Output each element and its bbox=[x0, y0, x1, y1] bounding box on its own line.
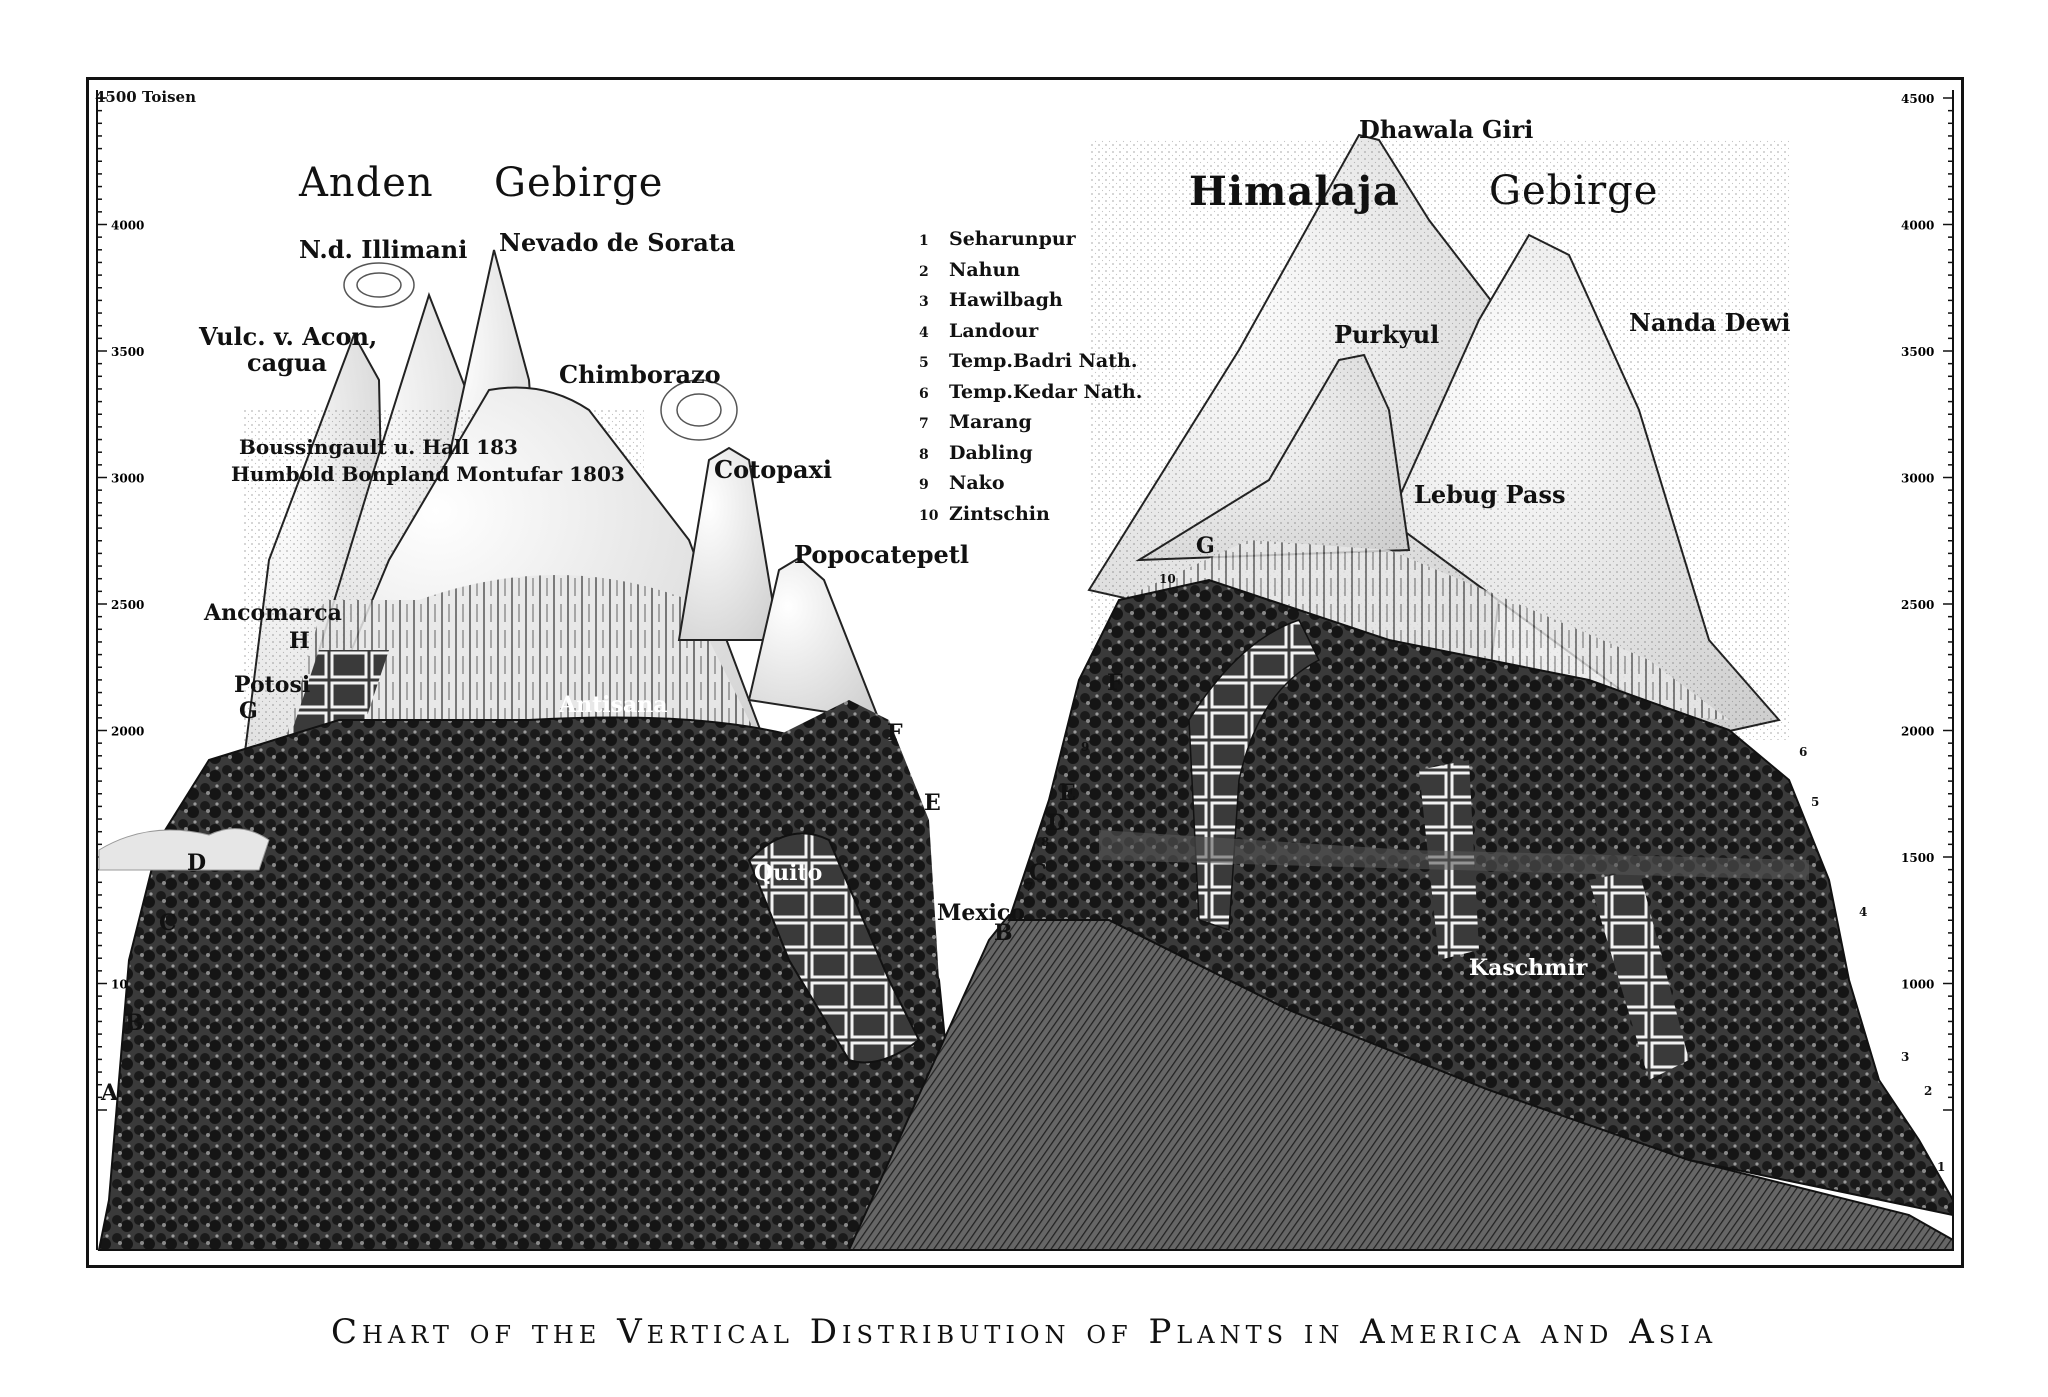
legend-item: 8 Dabling bbox=[919, 439, 1142, 470]
scale-tick-label: 1500 bbox=[1901, 851, 1934, 865]
scale-unit-label: 4500 Toisen bbox=[95, 88, 197, 106]
quito-fields bbox=[747, 832, 921, 1064]
ancomarca-label: Ancomarca bbox=[204, 600, 342, 626]
legend-number: 9 bbox=[919, 477, 929, 493]
aconcagua-label-1: Vulc. v. Acon, bbox=[199, 322, 378, 351]
legend-number: 6 bbox=[919, 385, 929, 402]
legend-item: 5 Temp.Badri Nath. bbox=[919, 347, 1142, 378]
scale-tick-label: 3500 bbox=[111, 345, 144, 359]
legend-number: 1 bbox=[919, 233, 929, 249]
scale-tick-label: 4000 bbox=[1901, 219, 1934, 233]
right-scale-ticks: 4500 4000 3500 3000 2500 2000 1500 1000 bbox=[1901, 92, 1953, 1111]
marker-4: 4 bbox=[1859, 905, 1868, 919]
legend-number: 4 bbox=[919, 324, 929, 341]
legend-place-name: Temp.Badri Nath. bbox=[949, 350, 1138, 372]
legend-number: 7 bbox=[919, 416, 929, 432]
legend-place-name: Temp.Kedar Nath. bbox=[949, 380, 1143, 403]
marker-6: 6 bbox=[1799, 745, 1808, 759]
chart-caption: Chart of the Vertical Distribution of Pl… bbox=[330, 1312, 1718, 1352]
boussingault-note: Boussingault u. Hall 183 bbox=[239, 435, 518, 459]
zone-b-left: B bbox=[125, 1010, 144, 1036]
mountain-illustration: 4000 3500 3000 2500 2000 1500 1000 4500 4000 350… bbox=[96, 90, 1954, 1251]
marker-7: 7 bbox=[1025, 880, 1034, 894]
marker-3: 3 bbox=[1901, 1050, 1910, 1064]
legend-item: 9 Nako bbox=[919, 469, 1142, 500]
popocatepetl-label: Popocatepetl bbox=[794, 540, 969, 569]
legend-place-name: Hawilbagh bbox=[949, 289, 1063, 311]
zone-d-right: D bbox=[1047, 810, 1067, 836]
zone-h-left: H bbox=[289, 628, 310, 654]
legend-item: 2 Nahun bbox=[919, 256, 1142, 287]
himalaya-title-right: Gebirge bbox=[1489, 168, 1659, 214]
legend-place-name: Marang bbox=[949, 411, 1032, 433]
scale-tick-label: 2000 bbox=[1901, 725, 1934, 739]
andes-title-right: Gebirge bbox=[494, 160, 664, 206]
zone-f-left: F bbox=[887, 720, 903, 746]
lebug-pass-label: Lebug Pass bbox=[1414, 480, 1566, 509]
cotopaxi-label: Cotopaxi bbox=[714, 455, 832, 484]
legend-place-name: Dabling bbox=[949, 441, 1033, 464]
chimborazo-label: Chimborazo bbox=[559, 360, 721, 389]
zone-b-right: B bbox=[994, 920, 1013, 946]
andes-title-left: Anden bbox=[299, 160, 434, 206]
humboldt-note: Humbold Bonpland Montufar 1803 bbox=[231, 462, 625, 486]
legend-number: 3 bbox=[919, 294, 929, 310]
scale-tick-label: 2500 bbox=[1901, 598, 1934, 612]
legend-item: 6 Temp.Kedar Nath. bbox=[919, 378, 1142, 409]
legend-item: 4 Landour bbox=[919, 317, 1142, 348]
nanda-dewi-label: Nanda Dewi bbox=[1629, 308, 1791, 337]
zone-e-left: E bbox=[924, 790, 941, 816]
quito-label: Quito bbox=[754, 860, 823, 886]
chart-frame: 4000 3500 3000 2500 2000 1500 1000 4500 4000 350… bbox=[86, 77, 1964, 1268]
zone-g-right: G bbox=[1196, 533, 1215, 559]
legend-place-name: Zintschin bbox=[949, 502, 1050, 525]
zone-f-right: F bbox=[1107, 670, 1123, 696]
marker-9: 9 bbox=[1081, 740, 1090, 754]
legend-place-name: Nako bbox=[949, 472, 1005, 494]
scale-tick-label: 2000 bbox=[111, 725, 144, 739]
zone-a-left: A bbox=[101, 1080, 119, 1106]
marker-5: 5 bbox=[1811, 795, 1820, 809]
scale-tick-label: 3500 bbox=[1901, 345, 1934, 359]
legend-place-name: Nahun bbox=[949, 258, 1021, 281]
zone-e-right: E bbox=[1059, 780, 1076, 806]
marker-1: 1 bbox=[1937, 1160, 1946, 1174]
scale-tick-label: 4000 bbox=[111, 219, 144, 233]
legend-number: 10 bbox=[919, 507, 939, 524]
illimani-label: N.d. Illimani bbox=[299, 235, 468, 264]
legend-place-name: Seharunpur bbox=[949, 228, 1076, 250]
potosi-label: Potosi bbox=[234, 672, 311, 698]
mexico-label: Mexico bbox=[937, 900, 1025, 926]
marker-2: 2 bbox=[1924, 1084, 1933, 1098]
legend-item: 7 Marang bbox=[919, 408, 1142, 439]
cloud bbox=[343, 262, 738, 441]
purkyul-label: Purkyul bbox=[1334, 320, 1440, 349]
aconcagua-label-2: cagua bbox=[247, 348, 327, 377]
legend-number: 2 bbox=[919, 263, 929, 280]
legend-number: 8 bbox=[919, 446, 929, 463]
zone-c-right: C bbox=[1029, 860, 1047, 886]
legend-item: 10 Zintschin bbox=[919, 500, 1142, 531]
scale-tick-label: 3000 bbox=[111, 472, 144, 486]
marker-8: 8 bbox=[1041, 835, 1050, 849]
legend-item: 1 Seharunpur bbox=[919, 225, 1142, 256]
dhawala-giri-label: Dhawala Giri bbox=[1359, 115, 1534, 144]
sorata-label: Nevado de Sorata bbox=[499, 228, 736, 257]
marker-10: 10 bbox=[1159, 572, 1176, 586]
legend-place-name: Landour bbox=[949, 319, 1039, 342]
legend-number: 5 bbox=[919, 355, 929, 371]
zone-c-left: C bbox=[159, 910, 177, 936]
scale-tick-label: 2500 bbox=[111, 598, 144, 612]
scale-tick-label: 4500 bbox=[1901, 92, 1934, 106]
scale-tick-label: 3000 bbox=[1901, 472, 1934, 486]
zone-d-left: D bbox=[187, 850, 207, 876]
scale-tick-label: 1000 bbox=[1901, 978, 1934, 992]
zone-g-left: G bbox=[239, 698, 258, 724]
himalaya-title-left: Himalaja bbox=[1189, 168, 1400, 215]
legend-item: 3 Hawilbagh bbox=[919, 286, 1142, 317]
kaschmir-label: Kaschmir bbox=[1469, 955, 1588, 981]
antisana-label: Antisana bbox=[559, 692, 668, 718]
